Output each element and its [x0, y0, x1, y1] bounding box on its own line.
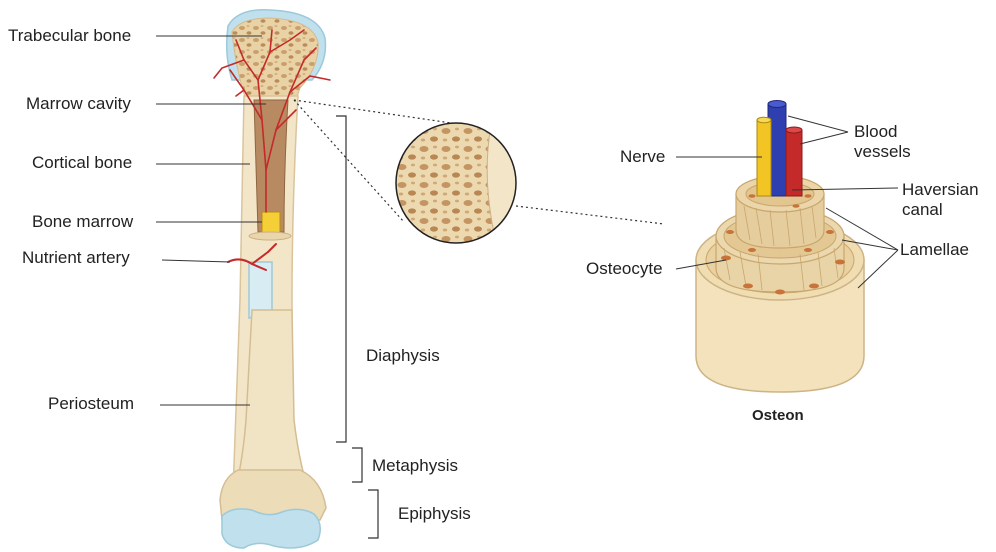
periosteum-label: Periosteum [48, 394, 134, 414]
diaphysis-label: Diaphysis [366, 346, 440, 366]
marrow-cavity-label: Marrow cavity [26, 94, 131, 114]
nerve-fiber [757, 120, 771, 196]
nutrient-artery-leader [162, 260, 230, 262]
shaft-cut-disc [249, 232, 291, 240]
magnified-bone-section [396, 120, 520, 250]
metaphysis-bracket [352, 448, 362, 482]
epiphysis-bracket [368, 490, 378, 538]
osteon-vessels [757, 101, 802, 197]
osteocyte-label: Osteocyte [586, 259, 663, 279]
nutrient-artery-label: Nutrient artery [22, 248, 130, 268]
blood-vessels-leader-2 [800, 132, 848, 144]
haversian-canal-label: Haversian canal [902, 180, 986, 220]
trabecular-bone-label: Trabecular bone [8, 26, 131, 46]
blood-vessels-label: Blood vessels [854, 122, 934, 162]
cortical-bone-label: Cortical bone [32, 153, 132, 173]
nerve-label: Nerve [620, 147, 665, 167]
metaphysis-label: Metaphysis [372, 456, 458, 476]
osteon-illustration [696, 101, 864, 393]
red-vessel [786, 130, 802, 196]
long-bone [214, 10, 330, 548]
diaphysis-bracket [336, 116, 346, 442]
bone-marrow-label: Bone marrow [32, 212, 133, 232]
osteon-title: Osteon [752, 406, 804, 426]
lamellae-label: Lamellae [900, 240, 969, 260]
distal-cartilage [222, 509, 320, 548]
epiphysis-label: Epiphysis [398, 504, 471, 524]
